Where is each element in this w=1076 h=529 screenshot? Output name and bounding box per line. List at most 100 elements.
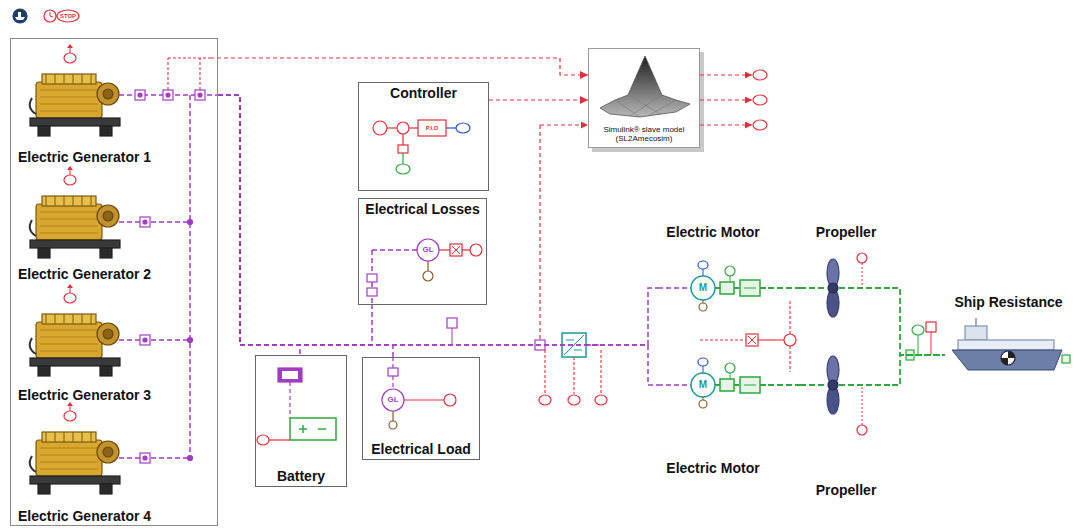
power-sensor: [388, 368, 398, 376]
sensor-line: [70, 170, 71, 175]
signal-wire: [700, 74, 752, 75]
battery-sign: [302, 425, 304, 433]
power-sensor: [140, 217, 150, 227]
signal-wire: [269, 439, 290, 440]
generator-unit: Electric Generator 1: [14, 44, 210, 167]
generator-unit: Electric Generator 2: [14, 168, 210, 284]
engine-detail: [46, 196, 47, 206]
engine-cover: [42, 196, 96, 206]
shaft-wire: [839, 287, 892, 289]
product-block: [450, 244, 462, 256]
product-block: [746, 334, 758, 346]
engine-turbo: [97, 83, 119, 105]
ground-symbol: [699, 400, 707, 408]
engine-foot: [38, 248, 50, 258]
signal-wire: [167, 58, 168, 90]
signal-wire: [758, 339, 784, 340]
engine-detail: [73, 314, 74, 324]
engine-detail: [55, 196, 56, 206]
surface-mesh: [615, 95, 676, 117]
power-sensor: [140, 335, 150, 345]
engine-detail: [91, 74, 92, 84]
engine-foot: [100, 126, 112, 136]
propeller-hub: [828, 283, 838, 293]
sensor-port: [64, 293, 76, 303]
power-sensor: [447, 318, 457, 328]
shaft-line: [892, 288, 945, 355]
generator-label: Electric Generator 2: [18, 266, 151, 282]
engine-detail: [46, 74, 47, 84]
output-port: [698, 261, 708, 269]
sensor-arrow: [67, 44, 73, 48]
engine-detail: [91, 314, 92, 324]
engine-base: [30, 358, 120, 366]
engine-cover: [42, 432, 96, 442]
block-caption: (SL2Amecosim): [616, 134, 673, 143]
signal-line: [210, 58, 588, 75]
power-wire: [119, 221, 190, 223]
sensor-port: [64, 175, 76, 185]
engine-detail: [64, 196, 65, 206]
shaft-line: [892, 355, 945, 385]
signal-source: [470, 244, 482, 256]
ship-bridge: [965, 326, 987, 340]
output-port: [753, 70, 767, 80]
signal-wire: [446, 127, 456, 128]
ship-target: [1001, 351, 1015, 365]
gearbox-symbol: [744, 385, 756, 386]
engine-block: [36, 204, 102, 240]
signal-wire: [700, 99, 752, 100]
gearbox-symbol: [740, 377, 760, 393]
sensor-port: [64, 411, 76, 421]
power-bus: [218, 95, 658, 385]
sensor-arrow: [67, 166, 73, 170]
signal-wire: [700, 124, 752, 125]
propeller-unit: Propeller: [800, 355, 892, 500]
power-sensor: [143, 220, 147, 224]
signal-wire: [700, 339, 746, 340]
engine-pipe: [30, 98, 36, 114]
engine-pipe: [30, 220, 36, 236]
symbol-label: M: [699, 380, 707, 390]
engine-turbo: [103, 329, 113, 339]
ship-icon: [15, 17, 25, 20]
signal-wire: [862, 385, 863, 425]
engine-detail: [40, 111, 98, 112]
power-sensor: [163, 90, 173, 100]
wire: [730, 373, 731, 379]
power-wire: [372, 249, 417, 251]
wire: [392, 411, 393, 421]
engine-pipe: [30, 338, 36, 354]
shaft-wire: [800, 384, 827, 386]
ship-resistance-unit: Ship Resistance: [945, 292, 1072, 372]
engine-turbo: [103, 89, 113, 99]
ship-icon: [18, 12, 21, 17]
ship-deck: [958, 340, 1054, 350]
clock-hand: [50, 12, 51, 16]
shaft-line: [768, 287, 800, 289]
signal-wire: [600, 350, 601, 394]
motor-unit: Electric Motor: [658, 222, 768, 300]
sensor-port: [64, 53, 76, 63]
signal-wire: [404, 399, 444, 400]
converter-symbol: [574, 350, 582, 351]
engine-detail: [40, 330, 98, 331]
engine-detail: [40, 455, 98, 456]
battery-port: [278, 368, 302, 382]
block-label: P.I.D: [426, 125, 439, 131]
stop-text: STOP: [60, 13, 76, 19]
shaft-wire: [800, 287, 827, 289]
wire: [703, 269, 704, 276]
power-wire: [658, 384, 691, 386]
ship-port: [1062, 355, 1070, 363]
engine-detail: [46, 432, 47, 442]
engine-detail: [82, 196, 83, 206]
power-wire: [658, 287, 691, 289]
engine-detail: [82, 314, 83, 324]
engine-detail: [64, 432, 65, 442]
engine-block: [36, 82, 102, 118]
gearbox-symbol: [744, 288, 756, 289]
wire: [730, 276, 731, 282]
symbol-label: M: [699, 283, 707, 293]
engine-turbo: [97, 205, 119, 227]
